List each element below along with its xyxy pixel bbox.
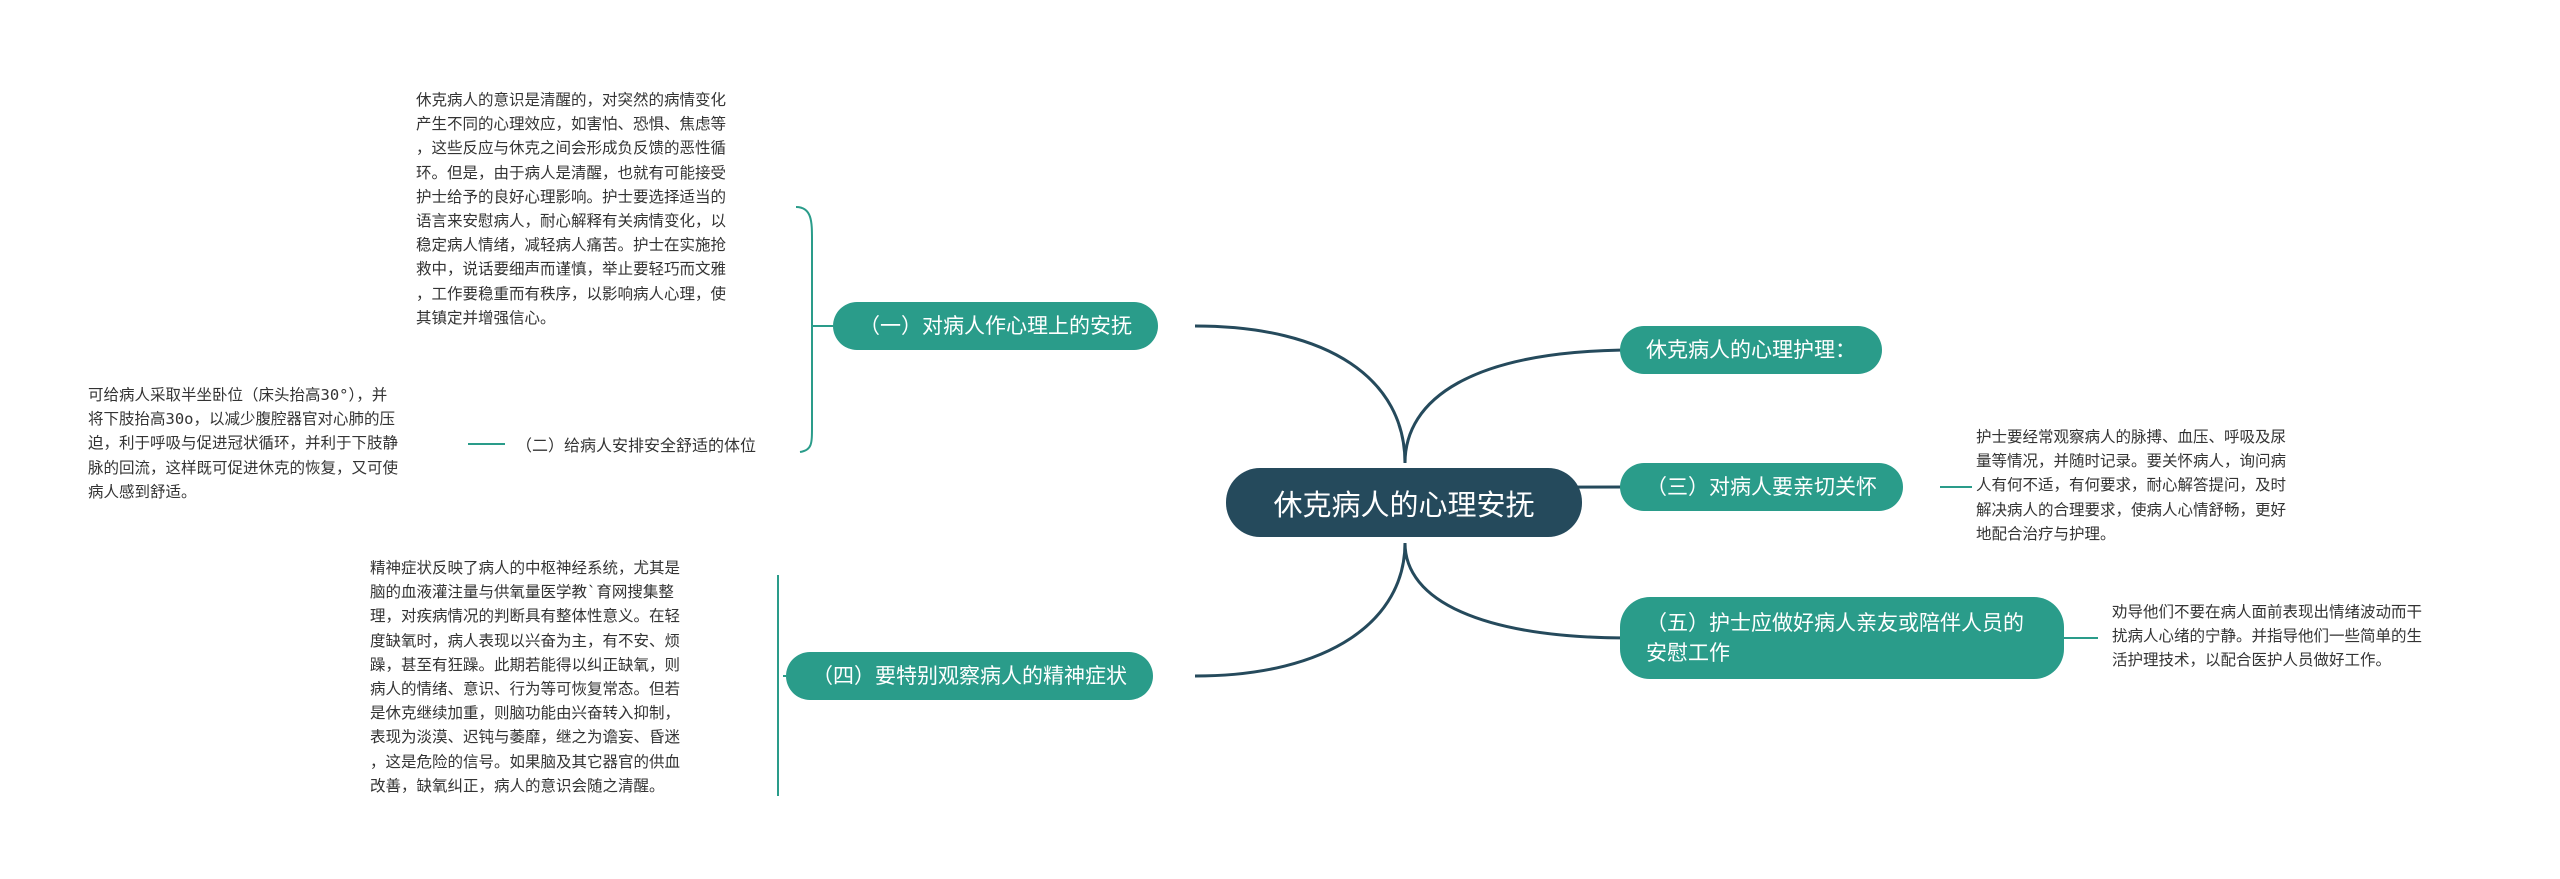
connector-center-b4 [1194,542,1407,678]
sub-topic-comfortable-position[interactable]: （二）给病人安排安全舒适的体位 [516,436,757,455]
connector-center-r1 [1403,348,1636,464]
note-advise-relatives: 劝导他们不要在病人面前表现出情绪波动而干 扰病人心绪的宁静。并指导他们一些简单的… [2112,603,2423,670]
connector-center-b1 [1194,324,1407,464]
branch-comfort-relatives[interactable]: （五）护士应做好病人亲友或陪伴人员的安慰工作 [1620,597,2064,679]
central-topic[interactable]: 休克病人的心理安抚 [1226,468,1582,537]
note-mental-symptoms: 精神症状反映了病人的中枢神经系统，尤其是 脑的血液灌注量与供氧量医学教`育网搜集… [370,559,681,795]
bracket-b1 [795,206,813,453]
note-observe-vitals: 护士要经常观察病人的脉搏、血压、呼吸及尿 量等情况，并随时记录。要关怀病人，询问… [1976,428,2287,543]
branch-caring-attitude[interactable]: （三）对病人要亲切关怀 [1620,463,1903,511]
branch-psychological-care[interactable]: 休克病人的心理护理： [1620,326,1882,374]
note-half-sitting-position: 可给病人采取半坐卧位（床头抬高30°），并 将下肢抬高30o，以减少腹腔器官对心… [88,386,399,501]
connector-center-r5 [1403,542,1631,640]
note-consciousness-comfort: 休克病人的意识是清醒的，对突然的病情变化 产生不同的心理效应，如害怕、恐惧、焦虑… [416,91,727,327]
branch-observe-mental-symptoms[interactable]: （四）要特别观察病人的精神症状 [786,652,1153,700]
branch-psychological-comfort[interactable]: （一）对病人作心理上的安抚 [833,302,1158,350]
